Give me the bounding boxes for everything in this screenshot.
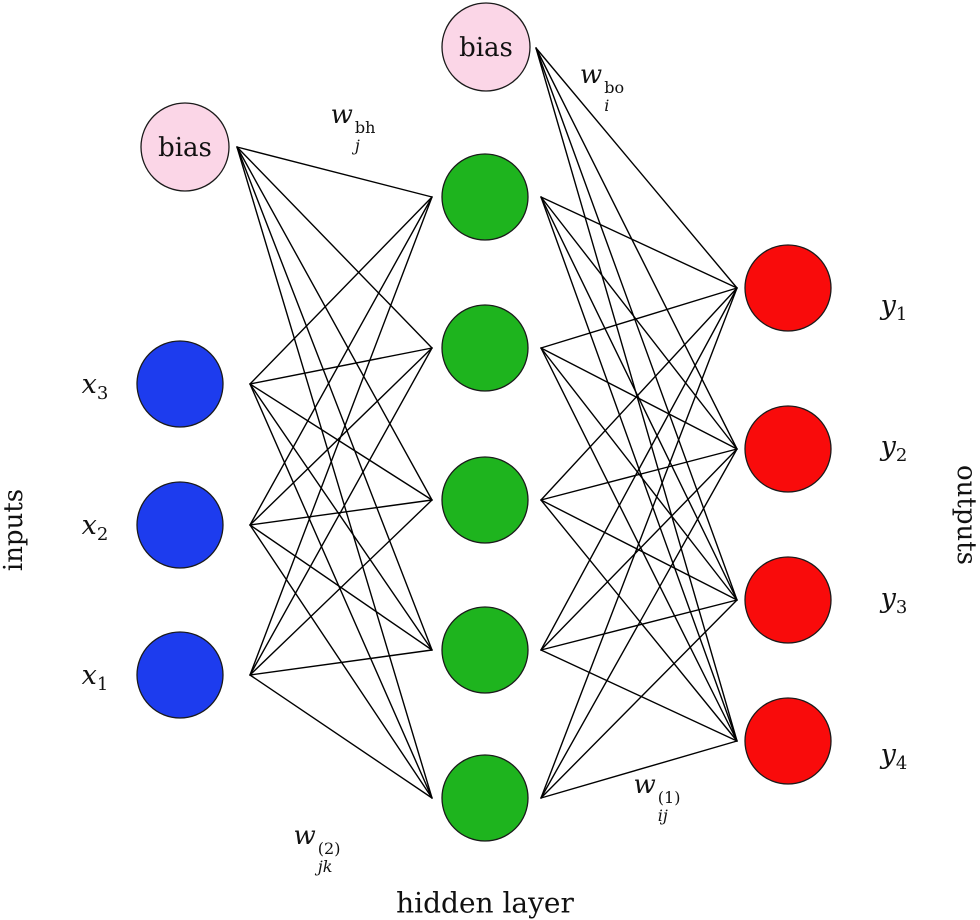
weight-subscript: j (354, 135, 360, 155)
edge (540, 287, 738, 651)
node-label-y4: y4 (880, 739, 908, 774)
edge (236, 146, 433, 651)
edge (249, 196, 433, 385)
weight-subscript: jk (317, 856, 333, 876)
edge (249, 383, 433, 651)
edge (249, 383, 433, 501)
node-label-y1: y1 (880, 290, 908, 325)
edge (236, 146, 433, 501)
edge (249, 347, 433, 676)
hidden-node-2 (441, 304, 529, 392)
edge (540, 287, 738, 349)
node-label-y2: y2 (880, 431, 908, 466)
edge (540, 347, 738, 450)
bias-node-hidden-layer (441, 2, 531, 92)
weight-superscript: (1) (657, 787, 681, 807)
weight-base: w (633, 769, 656, 800)
hidden-node-5 (441, 754, 529, 842)
edge (540, 740, 738, 799)
node-label-y3: y3 (880, 583, 908, 618)
edge (249, 383, 433, 799)
edge (249, 499, 433, 676)
output-node-y1 (744, 244, 832, 332)
node-label-x1: x1 (81, 660, 109, 695)
edge (249, 649, 433, 676)
input-node-x3 (136, 340, 224, 428)
weight-label-hidden-output: w(1)ij (634, 770, 681, 824)
edge (540, 196, 738, 289)
input-node-x1 (136, 631, 224, 719)
edge (540, 649, 738, 742)
edge (540, 448, 738, 651)
hidden-node-3 (441, 456, 529, 544)
output-node-y4 (744, 697, 832, 785)
output-node-y2 (744, 405, 832, 493)
edge (540, 448, 738, 799)
bias-label: bias (459, 33, 513, 63)
edge (249, 524, 433, 799)
edge (540, 448, 738, 501)
edge (249, 674, 433, 799)
hidden-node-4 (441, 606, 529, 694)
bias-label: bias (158, 133, 212, 163)
weight-label-input-hidden: w(2)jk (294, 821, 341, 875)
weight-superscript: bo (604, 77, 625, 97)
weight-superscript: bh (354, 117, 376, 137)
hidden-layer-caption: hidden layer (396, 886, 574, 920)
output-node-y3 (744, 556, 832, 644)
edge (540, 499, 738, 742)
weight-subscript: ij (657, 805, 668, 825)
edge (535, 47, 738, 601)
edge (540, 196, 738, 450)
edge (249, 196, 433, 526)
node-label-x2: x2 (81, 510, 109, 545)
outputs-axis-label: outputs (951, 464, 980, 566)
edge (236, 146, 433, 799)
inputs-axis-label: inputs (0, 488, 29, 572)
edge (540, 599, 738, 799)
edge (540, 287, 738, 799)
edge (249, 196, 433, 676)
weight-superscript: (2) (317, 838, 341, 858)
hidden-node-1 (441, 153, 529, 241)
node-label-x3: x3 (81, 369, 109, 404)
edge (236, 146, 433, 349)
edge (535, 47, 738, 289)
input-node-x2 (136, 481, 224, 569)
edge (540, 599, 738, 651)
edge (535, 47, 738, 450)
weight-subscript: i (604, 95, 610, 115)
bias-node-input-layer (140, 102, 230, 192)
weight-base: w (579, 59, 603, 90)
weight-base: w (330, 99, 353, 130)
weight-base: w (293, 820, 316, 851)
edge (249, 347, 433, 385)
edge (540, 287, 738, 501)
edge (236, 146, 433, 198)
